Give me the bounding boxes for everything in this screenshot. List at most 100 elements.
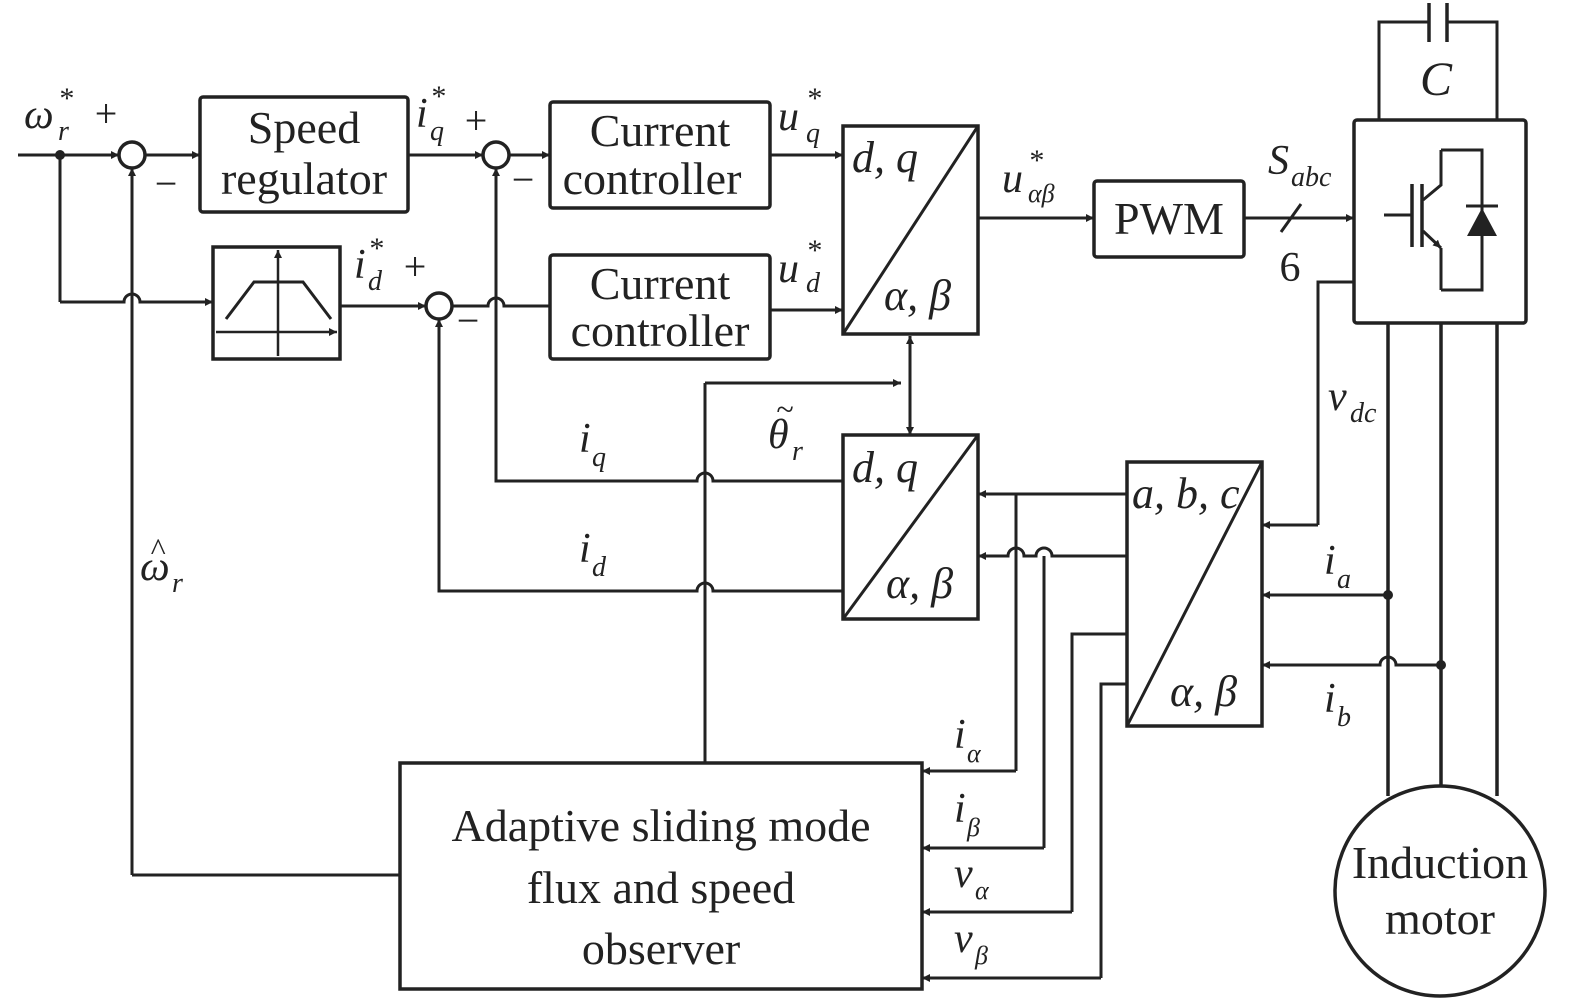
svg-text:i: i — [579, 416, 591, 462]
inverter-block — [1352, 118, 1528, 325]
svg-text:ω: ω — [24, 92, 54, 138]
svg-text:q: q — [430, 116, 444, 147]
svg-text:*: * — [368, 232, 383, 265]
svg-text:*: * — [1028, 144, 1043, 177]
svg-text:v: v — [1328, 374, 1347, 420]
label-vdc: v dc — [1328, 374, 1377, 429]
speed-regulator-block: Speed regulator — [198, 95, 410, 214]
alphabeta-to-dq-block: d, q α, β — [841, 433, 980, 621]
speed-minus-sign: − — [155, 161, 178, 206]
svg-text:d: d — [806, 268, 821, 299]
svg-text:ω: ω — [140, 544, 170, 590]
label-bus-count: 6 — [1280, 245, 1301, 291]
svg-text:i: i — [416, 91, 428, 137]
ab-dq-bottom-label: α, β — [886, 559, 953, 608]
label-omega-hat: ω ^ r — [140, 531, 183, 599]
svg-text:u: u — [778, 246, 799, 292]
label-ia: i a — [1324, 538, 1351, 595]
dq-to-alphabeta-block: d, q α, β — [841, 124, 980, 336]
current-controller-q-block: Current controller — [548, 100, 772, 210]
abc-ab-bottom-label: α, β — [1170, 667, 1237, 716]
current-controller-d-block: Current controller — [548, 253, 772, 361]
id-minus-sign: − — [457, 298, 480, 343]
label-uab-ref: u * αβ — [1002, 144, 1055, 208]
svg-text:*: * — [806, 234, 821, 267]
svg-text:v: v — [954, 916, 973, 962]
svg-text:i: i — [954, 786, 966, 832]
signal-wires — [18, 150, 1499, 982]
iq-minus-sign: − — [512, 157, 535, 202]
svg-text:b: b — [1337, 702, 1351, 733]
label-iq-ref: i * q — [416, 80, 445, 147]
svg-text:q: q — [592, 442, 606, 473]
motor-label-2: motor — [1385, 893, 1495, 944]
dc-link-capacitor: C — [1377, 3, 1499, 120]
label-omega-ref: ω * r — [24, 82, 73, 147]
svg-text:*: * — [806, 82, 821, 115]
svg-text:αβ: αβ — [1028, 179, 1055, 208]
svg-text:i: i — [954, 712, 966, 758]
observer-label-1: Adaptive sliding mode — [451, 800, 870, 851]
svg-text:i: i — [1324, 676, 1336, 722]
svg-text:i: i — [1324, 538, 1336, 584]
svg-text:^: ^ — [150, 531, 166, 567]
dq-ab-bottom-label: α, β — [884, 271, 951, 320]
abc-to-alphabeta-block: a, b, c α, β — [1125, 460, 1264, 728]
svg-text:α: α — [967, 739, 982, 768]
speed-regulator-label-2: regulator — [221, 153, 387, 204]
label-theta-r: θ ~ r — [768, 391, 803, 467]
svg-text:*: * — [430, 80, 445, 113]
speed-regulator-label-1: Speed — [248, 102, 360, 153]
svg-text:S: S — [1268, 138, 1289, 184]
svg-text:a: a — [1337, 564, 1351, 595]
motor-label-1: Induction — [1352, 837, 1528, 888]
svg-text:q: q — [806, 118, 820, 149]
label-i-beta: i β — [954, 786, 980, 842]
label-v-alpha: v α — [954, 851, 990, 905]
observer-label-3: observer — [582, 923, 740, 974]
svg-text:r: r — [58, 116, 69, 147]
label-ib: i b — [1324, 676, 1351, 733]
current-controller-q-label-1: Current — [590, 105, 731, 156]
pwm-block: PWM — [1092, 179, 1246, 259]
limiter-block — [211, 245, 342, 361]
current-controller-d-label-1: Current — [590, 258, 731, 309]
svg-text:v: v — [954, 851, 973, 897]
svg-text:d: d — [592, 552, 607, 583]
svg-text:θ: θ — [768, 412, 789, 458]
label-uq-ref: u * q — [778, 82, 821, 149]
ab-dq-top-label: d, q — [852, 443, 918, 492]
svg-text:i: i — [354, 242, 366, 288]
svg-text:~: ~ — [776, 391, 793, 427]
current-controller-q-label-2: controller — [563, 153, 742, 204]
svg-text:β: β — [966, 813, 980, 842]
iq-plus-sign: + — [465, 98, 488, 143]
iq-summing-junction — [481, 140, 511, 170]
label-ud-ref: u * d — [778, 234, 821, 299]
abc-label: a, b, c — [1132, 469, 1240, 518]
svg-text:abc: abc — [1291, 162, 1332, 193]
id-plus-sign: + — [404, 244, 427, 289]
observer-label-2: flux and speed — [527, 862, 795, 913]
svg-text:r: r — [792, 436, 803, 467]
svg-text:β: β — [974, 941, 988, 970]
svg-text:*: * — [58, 82, 73, 115]
svg-text:r: r — [172, 568, 183, 599]
label-s-abc: S abc — [1268, 138, 1332, 193]
capacitor-label: C — [1420, 53, 1453, 106]
svg-text:α: α — [975, 876, 990, 905]
svg-text:i: i — [579, 526, 591, 572]
current-controller-d-label-2: controller — [571, 305, 750, 356]
speed-summing-junction — [117, 140, 147, 170]
label-iq: i q — [579, 416, 606, 473]
induction-motor: Induction motor — [1333, 784, 1547, 998]
label-id-ref: i * d — [354, 232, 383, 297]
svg-text:dc: dc — [1350, 398, 1377, 429]
svg-text:u: u — [1002, 156, 1023, 202]
pwm-label: PWM — [1114, 193, 1224, 244]
dq-ab-top-label: d, q — [852, 133, 918, 182]
svg-text:u: u — [778, 94, 799, 140]
id-summing-junction — [424, 291, 454, 321]
speed-plus-sign: + — [95, 91, 118, 136]
